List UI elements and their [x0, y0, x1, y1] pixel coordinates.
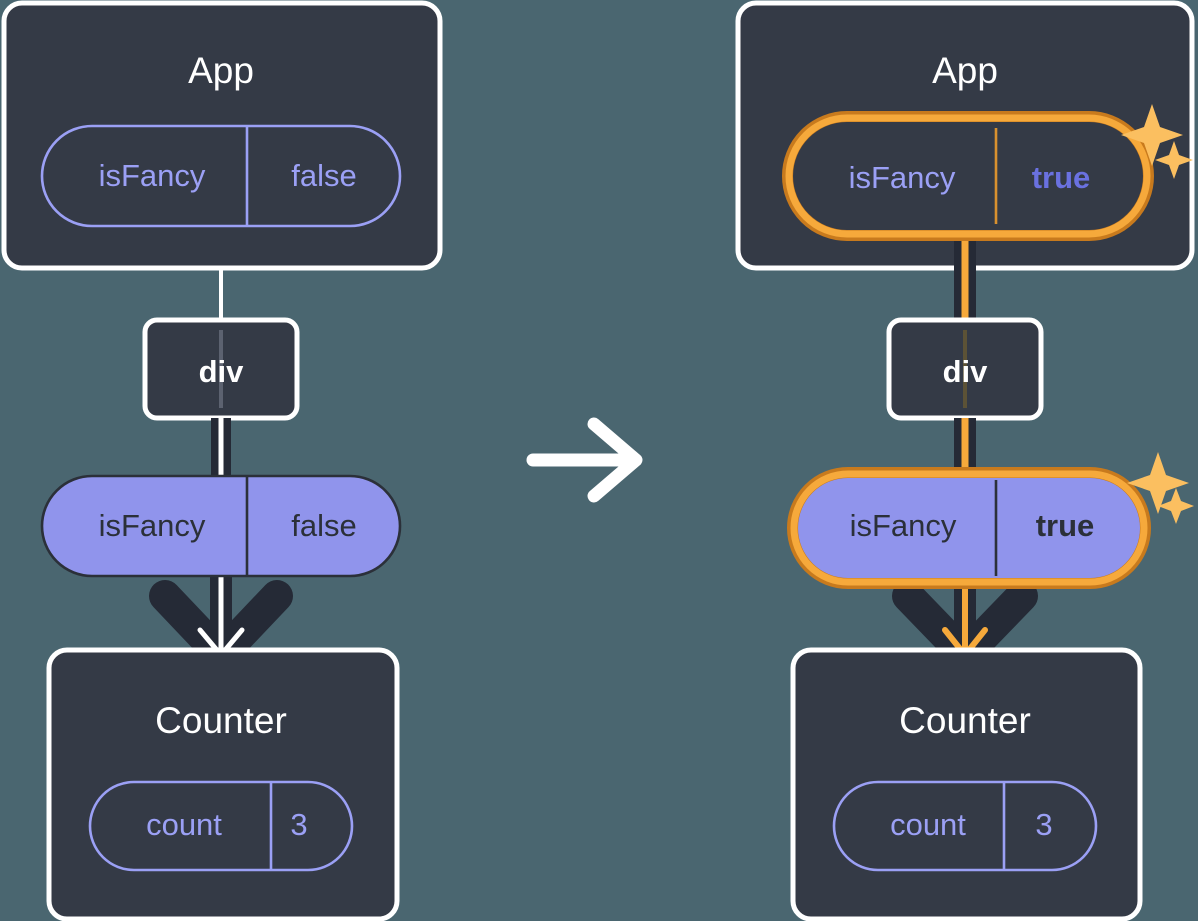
counter-pill-after[interactable] [832, 780, 1098, 872]
div-node-label-after: div [943, 354, 989, 389]
app-pill-value: false [291, 158, 356, 193]
app-pill-after [793, 122, 1143, 230]
app-pill-before[interactable] [40, 124, 402, 228]
app-pill-highlight-inner [785, 114, 1151, 238]
counter-card-after [790, 647, 1143, 921]
app-card-title: App [188, 50, 254, 91]
prop-pill-before[interactable] [40, 474, 402, 578]
counter-card-title-after: Counter [899, 700, 1031, 741]
counter-card-title: Counter [155, 700, 287, 741]
counter-pill-value: 3 [290, 807, 307, 842]
prop-pill-value-after: true [1036, 508, 1095, 543]
prop-pill-after-highlight-group[interactable] [787, 467, 1151, 589]
prop-pill-value: false [291, 508, 356, 543]
counter-pill-value-after: 3 [1035, 807, 1052, 842]
prop-pill-key-after: isFancy [850, 508, 957, 543]
app-pill-after-highlight-group[interactable] [782, 111, 1154, 241]
app-pill-key-after: isFancy [849, 160, 956, 195]
prop-pill-key: isFancy [99, 508, 206, 543]
app-card-before [1, 0, 443, 271]
prop-pill-after [798, 478, 1140, 578]
counter-pill-before[interactable] [88, 780, 354, 872]
app-pill-key: isFancy [99, 158, 206, 193]
panel-before: App isFancy false div [1, 0, 443, 921]
prop-pill-highlight-inner [790, 470, 1148, 586]
sparkle-icon-app [1121, 104, 1193, 179]
counter-pill-key: count [146, 807, 222, 842]
app-card-title-after: App [932, 50, 998, 91]
div-node-label: div [199, 354, 245, 389]
panel-after: App isFancy true div [735, 0, 1195, 921]
counter-card-before [46, 647, 400, 921]
sparkle-icon-prop [1127, 452, 1194, 524]
counter-pill-key-after: count [890, 807, 966, 842]
app-pill-value-after: true [1032, 160, 1091, 195]
transition-arrow [526, 417, 643, 503]
